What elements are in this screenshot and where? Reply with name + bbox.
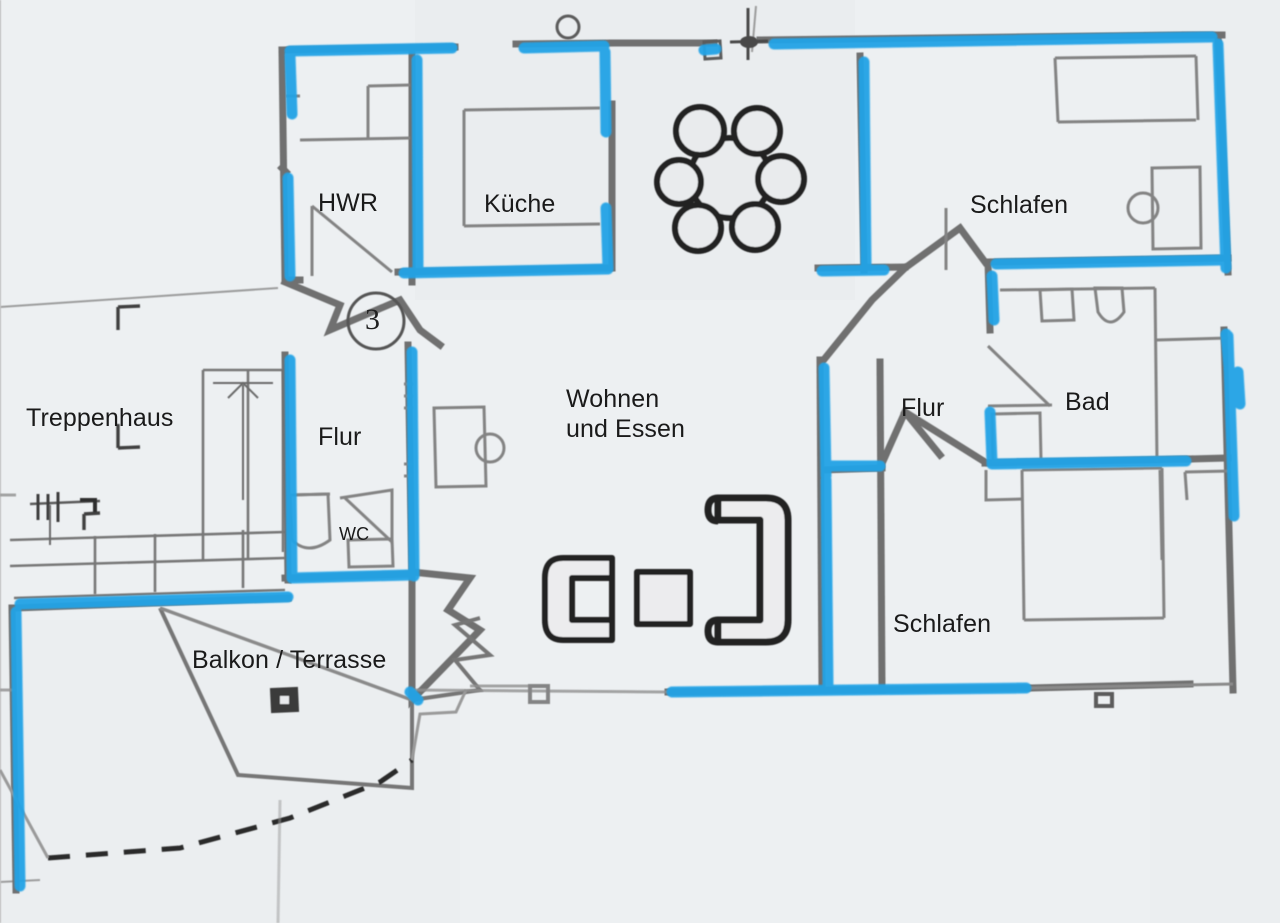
chair <box>731 105 783 157</box>
armchair <box>542 555 615 643</box>
chair <box>673 104 727 158</box>
room-label-flur-2: Flur <box>901 394 945 422</box>
room-label-schlafen-1: Schlafen <box>970 191 1069 219</box>
room-label-wc: WC <box>339 524 370 544</box>
lounge-furniture-group <box>542 494 792 646</box>
outside-structure-lines <box>0 493 669 704</box>
room-label-bad: Bad <box>1065 388 1110 416</box>
chair <box>729 201 781 253</box>
room-label-balkon-terrasse: Balkon / Terrasse <box>192 646 387 674</box>
chair <box>654 157 704 207</box>
sofa <box>714 494 792 646</box>
room-label-wohnen-und-essen: Wohnen und Essen <box>566 385 686 443</box>
terrace-boundary-dashed <box>47 757 414 861</box>
unit-number-label: 3 <box>365 303 380 336</box>
coffee-table <box>634 569 693 627</box>
room-label-kueche: Küche <box>484 190 556 218</box>
dining-table-with-chairs <box>654 104 807 254</box>
room-label-schlafen-2: Schlafen <box>893 610 992 638</box>
room-label-treppenhaus: Treppenhaus <box>26 404 174 432</box>
chair <box>672 202 724 254</box>
room-label-flur-1: Flur <box>318 423 362 451</box>
chair <box>755 153 807 205</box>
treppenhaus-structure <box>9 304 286 600</box>
room-label-hwr: HWR <box>318 189 379 217</box>
unit-number-marker <box>346 291 406 351</box>
wall-highlight-marker <box>10 31 1246 892</box>
